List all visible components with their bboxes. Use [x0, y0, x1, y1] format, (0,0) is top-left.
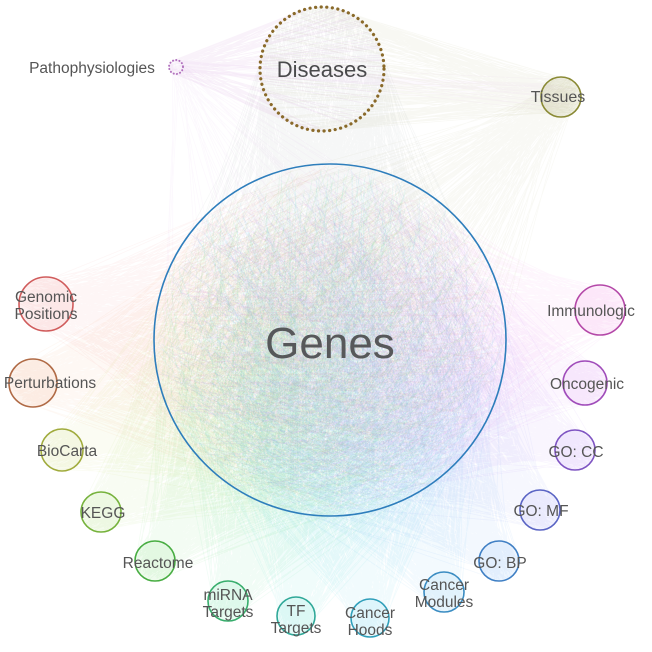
go_mf-label-line: GO: MF — [513, 503, 568, 520]
edge-bundle-path — [160, 172, 625, 515]
go_mf-label: GO: MF — [513, 503, 568, 520]
immunologic-label: Immunologic — [547, 303, 635, 320]
go_bp-label-line: GO: BP — [473, 555, 526, 572]
cancer_modules-label-line: Cancer — [419, 577, 469, 594]
edge-bundle-path — [157, 6, 503, 512]
perturbations-node[interactable] — [8, 358, 58, 408]
edge-bundles-layer — [10, 6, 625, 637]
go_mf-node[interactable] — [519, 489, 561, 531]
mirna_targets-label-line: Targets — [203, 604, 254, 621]
edge-bundle-diseases-genes — [157, 6, 503, 512]
edge-bundle-path — [169, 59, 576, 112]
oncogenic-label-line: Oncogenic — [550, 376, 624, 393]
genes-node[interactable] — [153, 163, 507, 517]
edge-bundle-cancer_modules-genes — [162, 164, 501, 612]
cancer_modules-node[interactable] — [423, 571, 465, 613]
genomic_positions-label-line: Positions — [15, 306, 78, 323]
immunologic-label-line: Immunologic — [547, 303, 635, 320]
edge-bundle-path — [157, 181, 520, 581]
tf_targets-node[interactable] — [276, 596, 316, 636]
edge-bundle-immunologic-genes — [160, 172, 625, 515]
kegg-node[interactable] — [80, 491, 122, 533]
genomic_positions-node[interactable] — [18, 276, 74, 332]
oncogenic-node[interactable] — [562, 360, 608, 406]
mirna_targets-node[interactable] — [207, 580, 249, 622]
reactome-node[interactable] — [134, 540, 176, 582]
edge-bundle-go_mf-genes — [162, 170, 560, 530]
edge-bundle-pathophysiologies-tissues — [169, 59, 576, 112]
tissues-node[interactable] — [540, 76, 582, 118]
perturbations-label: Perturbations — [4, 375, 96, 392]
diseases-node[interactable] — [258, 5, 386, 133]
edge-bundle-tf_targets-genes — [168, 166, 501, 635]
diseases-label-line: Diseases — [277, 57, 367, 82]
edge-bundle-go_bp-genes — [157, 181, 520, 581]
pathophysiologies-label-line: Pathophysiologies — [29, 60, 155, 77]
genes-label-line: Genes — [265, 319, 395, 368]
cancer_modules-label-line: Modules — [415, 594, 474, 611]
edge-bundle-path — [260, 6, 581, 132]
mirna_targets-label-line: miRNA — [203, 587, 253, 604]
edge-bundle-reactome-genes — [136, 165, 496, 580]
edge-bundle-oncogenic-genes — [162, 179, 607, 511]
go_cc-node[interactable] — [554, 429, 596, 471]
cancer_hoods-label-line: Hoods — [348, 622, 393, 639]
pathophysiologies-label: Pathophysiologies — [29, 60, 155, 77]
node-circles-layer — [8, 5, 626, 638]
diseases-label: Diseases — [277, 57, 367, 82]
genes-label: Genes — [265, 319, 395, 368]
immunologic-node[interactable] — [574, 284, 626, 336]
reactome-label-line: Reactome — [123, 555, 194, 572]
kegg-label: KEGG — [81, 505, 126, 522]
biocarta-label: BioCarta — [37, 443, 98, 460]
edge-bundle-path — [136, 165, 496, 580]
cancer_hoods-label-line: Cancer — [345, 605, 395, 622]
edge-bundle-biocarta-genes — [41, 177, 504, 514]
edge-bundle-path — [162, 170, 560, 530]
edge-bundle-path — [162, 166, 497, 621]
tf_targets-label-line: TF — [287, 603, 306, 620]
edge-bundle-pathophysiologies-diseases — [168, 7, 384, 132]
go_cc-label-line: GO: CC — [548, 444, 603, 461]
go_bp-node[interactable] — [478, 540, 520, 582]
edge-bundle-path — [19, 165, 495, 510]
cancer_hoods-node[interactable] — [350, 598, 390, 638]
edge-bundle-path — [162, 164, 501, 612]
edge-bundle-mirna_targets-genes — [162, 166, 497, 621]
edge-bundle-path — [162, 179, 607, 511]
genomic_positions-label-line: Genomic — [15, 289, 77, 306]
pathophysiologies-node[interactable] — [168, 59, 184, 75]
tf_targets-label-line: Targets — [271, 620, 322, 637]
node-labels-layer: Genes Diseases PathophysiologiesTissuesGen… — [4, 57, 635, 639]
biocarta-node[interactable] — [40, 428, 84, 472]
edge-bundle-genomic_positions-genes — [19, 165, 495, 510]
go_bp-label: GO: BP — [473, 555, 526, 572]
edge-bundle-pathophysiologies-genes — [162, 59, 497, 506]
edge-bundle-path — [41, 177, 504, 514]
edge-bundle-path — [168, 166, 501, 635]
edge-bundle-path — [10, 163, 502, 517]
go_cc-label: GO: CC — [548, 444, 603, 461]
perturbations-label-line: Perturbations — [4, 375, 96, 392]
edge-bundle-path — [162, 59, 497, 506]
edge-bundle-path — [168, 7, 384, 132]
oncogenic-label: Oncogenic — [550, 376, 624, 393]
biocarta-label-line: BioCarta — [37, 443, 98, 460]
edge-bundle-perturbations-genes — [10, 163, 502, 517]
tissues-label-line: Tissues — [531, 89, 586, 106]
edge-bundle-tissues-diseases — [260, 6, 581, 132]
kegg-label-line: KEGG — [81, 505, 126, 522]
tissues-label: Tissues — [531, 89, 586, 106]
reactome-label: Reactome — [123, 555, 194, 572]
